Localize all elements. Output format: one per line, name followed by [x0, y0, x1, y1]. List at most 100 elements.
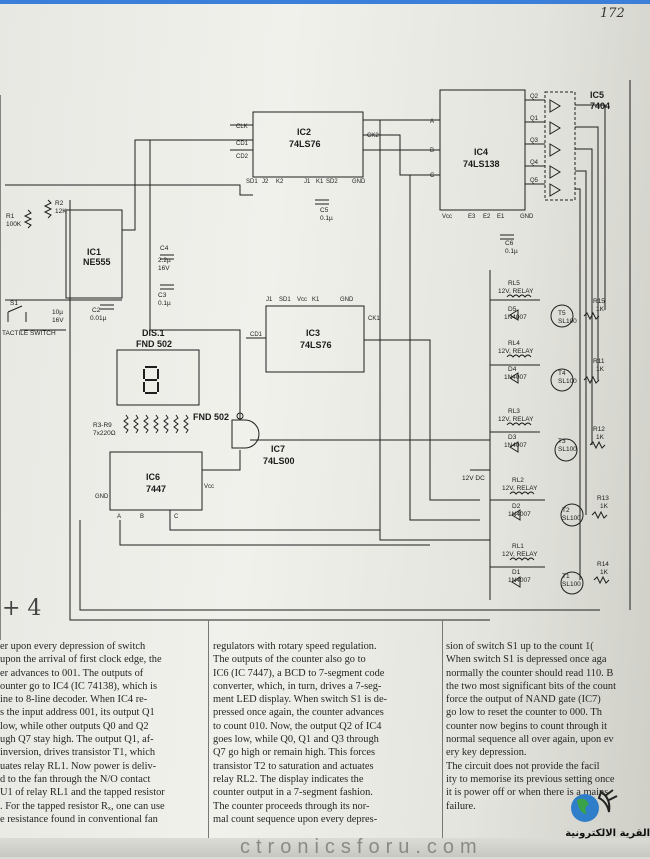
article-line: The outputs of the counter also go to — [213, 654, 366, 666]
transistor-name: T4 — [558, 370, 566, 377]
c4-value: 2.2µ — [158, 257, 171, 264]
relay-name: RL3 — [508, 408, 520, 415]
display-label: DIS.1 — [142, 328, 165, 338]
relay-name: RL4 — [508, 340, 520, 347]
article-line: failure. — [446, 800, 476, 812]
c2-value: 0.01µ — [90, 315, 107, 322]
article-line: sion of switch S1 up to the count 1( — [446, 641, 594, 652]
relay-name: RL1 — [512, 543, 524, 550]
article-line: uates relay RL1. Now power is deliv- — [0, 760, 157, 772]
pin-k2: K2 — [276, 179, 284, 185]
ic5-body — [544, 91, 576, 201]
article-line: Q7 go high or remain high. This forces — [213, 747, 375, 759]
article-line: s the input address 001, its output Q1 — [0, 707, 155, 719]
article-line: upon the arrival of first clock edge, th… — [0, 654, 162, 666]
article-line: regulators with rotary speed regulation. — [213, 641, 377, 652]
resistor-value: 1K — [600, 569, 609, 576]
ic2-label: IC2 — [297, 127, 311, 137]
relay-name: RL2 — [512, 477, 524, 484]
pin-clk: CLK — [236, 124, 248, 130]
article-line: When switch S1 is depressed once aga — [446, 654, 607, 666]
transistor-part: SL100 — [558, 378, 577, 385]
relay-stage-5 — [490, 294, 600, 328]
r1-label: R1 — [6, 213, 15, 220]
resistor-value: 1K — [596, 306, 605, 313]
article-line: low, while other outputs Q0 and Q2 — [0, 720, 149, 732]
circuit-schematic: IC1 NE555 IC2 74LS76 IC3 74LS76 IC4 74LS… — [0, 80, 631, 640]
article-column-3: sion of switch S1 up to the count 1( When… — [446, 640, 650, 813]
article-line: normally the counter should read 110. B — [446, 667, 614, 679]
relay-rating: 12V, RELAY — [498, 288, 534, 295]
c4-voltage: 16V — [158, 265, 170, 272]
display-body — [116, 349, 200, 406]
article-column-2: regulators with rotary speed regulation.… — [213, 640, 445, 826]
article-line: relay RL2. The display indicates the — [213, 773, 364, 785]
pin-k1-ic3: K1 — [312, 297, 320, 303]
s1-label: S1 — [10, 300, 18, 307]
diode-part: 1N4007 — [504, 442, 527, 449]
margin-note: + 4 — [2, 596, 42, 621]
diode-part: 1N4007 — [508, 511, 531, 518]
article-line: counter output in a 7-segment fashion. — [213, 787, 373, 799]
article-line: to count 010. Now, the output Q2 of IC4 — [213, 720, 382, 732]
page-number: 172 — [600, 6, 625, 21]
column-divider-1 — [208, 620, 209, 857]
article-line: force the output of NAND gate (IC7) — [446, 694, 601, 706]
relay-rating: 12V, RELAY — [498, 416, 534, 423]
diode-name: D2 — [512, 503, 521, 510]
pin-sd1: SD1 — [246, 179, 258, 185]
pin-gnd-ic6: GND — [95, 494, 109, 500]
c5-label: C5 — [320, 207, 329, 214]
nand-gate — [231, 419, 260, 449]
transistor-part: SL100 — [562, 515, 581, 522]
transistor-name: T5 — [558, 310, 566, 317]
ic1-part: NE555 — [83, 257, 111, 267]
article-line: The circuit does not provide the facil — [446, 760, 600, 772]
ic6-body — [109, 451, 203, 511]
ic2-body — [252, 111, 364, 178]
ic7-label: IC7 — [271, 444, 285, 454]
article-line: ine to 8-line decoder. When IC4 re- — [0, 694, 148, 706]
article-line: er advances to 001. The outputs of — [0, 667, 144, 679]
pin-c: C — [430, 173, 435, 179]
dc-label: 12V DC — [462, 475, 485, 482]
watermark-logo: القرية الالكترونية — [535, 786, 650, 846]
transistor-name: T1 — [562, 573, 570, 580]
diode-part: 1N4007 — [504, 374, 527, 381]
column-divider-2 — [442, 620, 443, 857]
ic3-label: IC3 — [306, 328, 320, 338]
article-line: U1 of relay RL1 and the tapped resistor — [0, 787, 165, 799]
diode-name: D5 — [508, 306, 517, 313]
resistor-name: R14 — [597, 561, 609, 568]
pin-a: A — [430, 119, 434, 125]
transistor-part: SL100 — [562, 581, 581, 588]
relay-stage-4 — [490, 354, 600, 392]
ic4-part: 74LS138 — [463, 159, 500, 169]
ic4-label: IC4 — [474, 147, 488, 157]
pin-b: B — [430, 148, 434, 154]
resistor-name: R13 — [597, 495, 609, 502]
ic2-part: 74LS76 — [289, 139, 321, 149]
relay-rating: 12V, RELAY — [502, 551, 538, 558]
article-line: converter, which, in turn, drives a 7-se… — [213, 680, 382, 692]
pin-gnd-ic3: GND — [340, 297, 354, 303]
pin-q4: Q4 — [530, 160, 539, 166]
article-line: the two most significant bits of the cou… — [446, 680, 616, 692]
pin-a-ic6: A — [117, 514, 121, 520]
pin-j1-ic2: J1 — [304, 179, 311, 185]
pin-e3: E3 — [468, 214, 476, 220]
ic1-label: IC1 — [87, 247, 101, 257]
pin-q3: Q3 — [530, 138, 539, 144]
article-line: transistor T2 to saturation and actuates — [213, 760, 374, 772]
article-line: goes low, while Q0, Q1 and Q3 through — [213, 734, 379, 746]
pin-j1: J1 — [266, 297, 273, 303]
resistor-value: 1K — [596, 434, 605, 441]
pin-cd1-ic3: CD1 — [250, 332, 263, 338]
diode-name: D3 — [508, 434, 517, 441]
pin-j2: J2 — [262, 179, 269, 185]
pin-vcc-ic4: Vcc — [442, 214, 452, 220]
pin-cd2: CD2 — [236, 154, 249, 160]
c2-label: C2 — [92, 307, 101, 314]
resistor-value: 1K — [596, 366, 605, 373]
ic1-body — [65, 209, 123, 299]
